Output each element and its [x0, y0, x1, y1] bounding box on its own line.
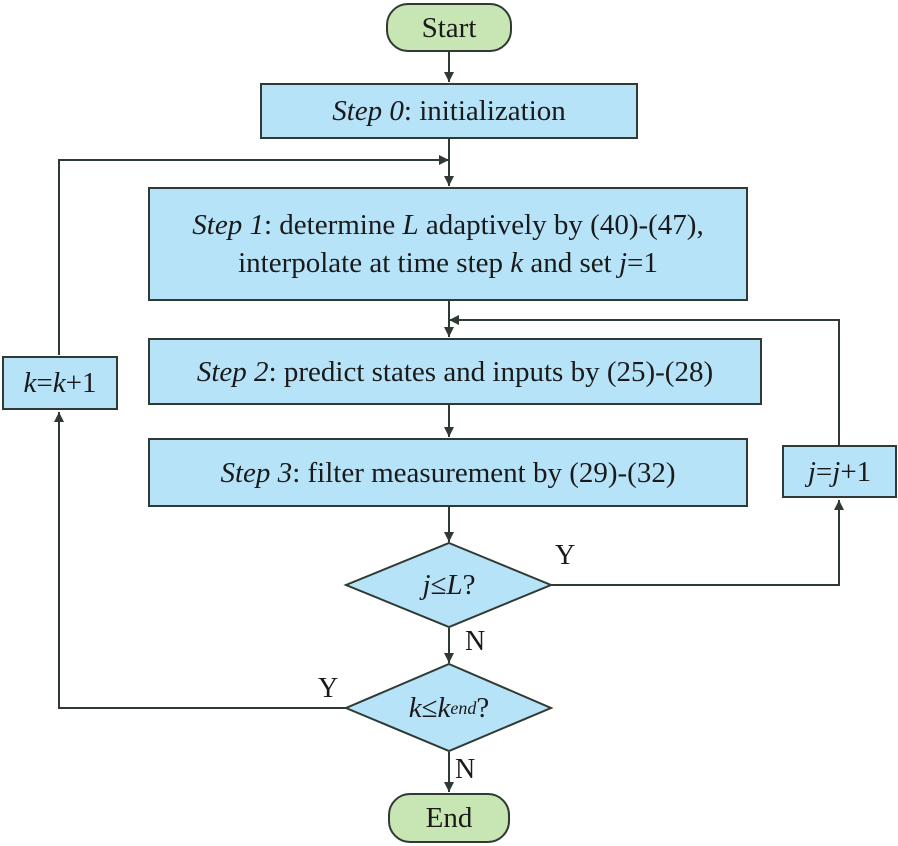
decision-k-q: ? [476, 691, 490, 724]
step2-box: Step 2: predict states and inputs by (25… [148, 338, 762, 405]
step1-text-c: interpolate at time step [238, 247, 511, 279]
increment-k-text: k=k+1 [24, 364, 97, 402]
step1-box: Step 1: determine L adaptively by (40)-(… [148, 187, 748, 301]
step2-name: Step 2 [196, 355, 269, 388]
step2-text: Step 2: predict states and inputs by (25… [197, 353, 713, 391]
label-k-yes: Y [318, 673, 339, 704]
decision-k-var-k2: k [437, 691, 451, 724]
label-j-no: N [465, 626, 486, 657]
edge-decision-j-yes [551, 500, 844, 586]
label-k-no: N [455, 754, 476, 785]
inc-k-plus: +1 [65, 367, 97, 399]
inc-j-var2: j [832, 455, 841, 488]
step0-name: Step 0 [332, 95, 404, 127]
step1-name: Step 1 [192, 209, 264, 241]
end-label: End [425, 802, 473, 834]
step3-name: Step 3 [220, 456, 293, 489]
decision-j-var-j: j [422, 568, 431, 601]
inc-j-plus: +1 [840, 455, 872, 488]
step0-box: Step 0: initialization [260, 83, 638, 139]
edge-inc-j-loop [449, 315, 840, 445]
step1-var-L: L [402, 209, 419, 241]
step2-desc: : predict states and inputs by (25)-(28) [268, 355, 714, 388]
end-terminal: End [388, 793, 510, 843]
step0-text: Step 0: initialization [332, 92, 566, 130]
step1-text-b: adaptively by (40)-(47), [418, 209, 704, 241]
increment-j-text: j=j+1 [808, 453, 871, 491]
inc-j-eq: = [815, 455, 833, 488]
edge-decision-k-yes [54, 412, 346, 709]
increment-k-box: k=k+1 [2, 356, 118, 410]
step1-text-d: and set [523, 247, 619, 279]
label-j-yes: Y [555, 540, 576, 571]
step1-var-j: j [618, 247, 628, 279]
step1-line1: Step 1: determine L adaptively by (40)-(… [192, 206, 703, 244]
start-label: Start [421, 11, 477, 44]
inc-j-var1: j [807, 455, 816, 488]
step3-text: Step 3: filter measurement by (29)-(32) [221, 454, 676, 492]
step1-text-a: : determine [263, 209, 403, 241]
step1-var-k: k [510, 247, 524, 279]
decision-j-op: ≤ [430, 568, 447, 601]
decision-j-q: ? [462, 568, 476, 601]
inc-k-eq: = [36, 367, 53, 399]
step3-desc: : filter measurement by (29)-(32) [292, 456, 676, 489]
step1-text-e: =1 [627, 247, 658, 279]
inc-k-var1: k [23, 367, 37, 399]
decision-j-var-L: L [446, 568, 463, 601]
decision-k-sub-end: end [450, 697, 477, 718]
increment-j-box: j=j+1 [782, 445, 897, 498]
edge-inc-k-loop [58, 155, 449, 355]
step1-line2: interpolate at time step k and set j=1 [238, 244, 658, 282]
inc-k-var2: k [52, 367, 66, 399]
step0-desc: : initialization [403, 95, 566, 127]
decision-k-var-k: k [408, 691, 422, 724]
step3-box: Step 3: filter measurement by (29)-(32) [148, 438, 748, 507]
decision-j-shape [343, 541, 554, 629]
start-terminal: Start [386, 3, 512, 52]
decision-k-op: ≤ [421, 691, 438, 724]
decision-j-label: j≤L? [346, 565, 552, 605]
decision-k-shape [343, 662, 554, 753]
